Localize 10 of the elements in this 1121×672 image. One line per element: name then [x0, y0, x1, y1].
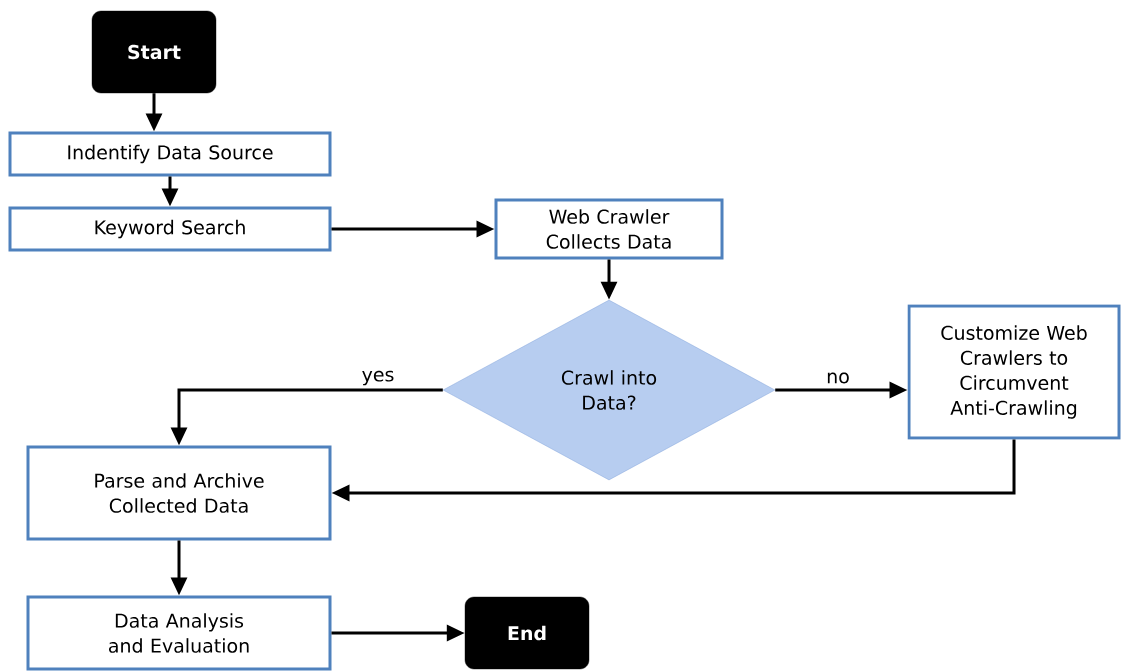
process-box: Keyword Search — [8, 206, 332, 252]
process-box: Web Crawler Collects Data — [494, 198, 724, 260]
terminal-box: End — [464, 596, 590, 670]
process-box: Indentify Data Source — [8, 131, 332, 177]
edge-label: no — [825, 371, 851, 385]
process-box: Parse and Archive Collected Data — [26, 445, 332, 541]
terminal-box: Start — [91, 10, 217, 94]
edge-label: yes — [360, 369, 396, 387]
process-box: Customize Web Crawlers to Circumvent Anti-Crawling — [907, 304, 1121, 440]
process-box: Data Analysis and Evaluation — [26, 595, 332, 671]
